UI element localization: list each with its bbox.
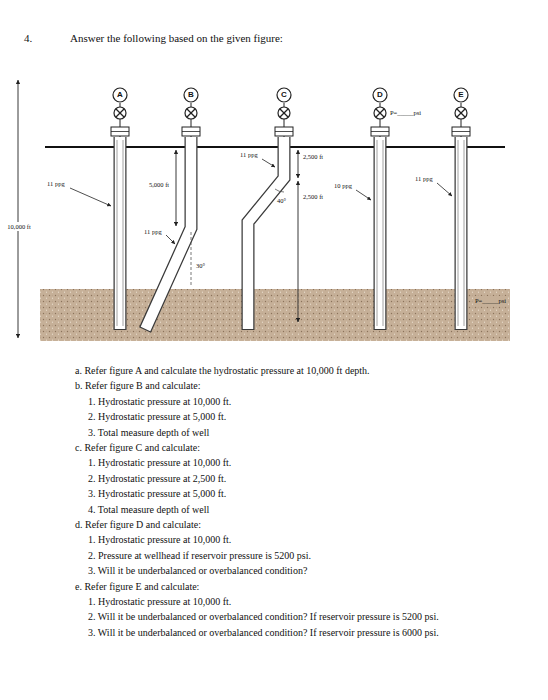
question-text: 3. Will it be underbalanced or overbalan… <box>88 565 307 577</box>
mud-weight: 11 ppg <box>240 151 258 158</box>
question-text: 1. Hydrostatic pressure at 10,000 ft. <box>88 596 231 608</box>
tubing <box>377 140 383 326</box>
circle-outline <box>184 88 198 102</box>
leader-line <box>166 235 175 244</box>
question-text: 1. Hydrostatic pressure at 10,000 ft. <box>88 396 231 408</box>
question-text: e. Refer figure E and calculate: <box>75 581 199 593</box>
well-casing <box>374 137 387 330</box>
angle-label: 30° <box>196 262 205 269</box>
pressure-blank: P=_____psi <box>390 109 421 116</box>
tubing <box>117 140 123 326</box>
question-text: a. Refer figure A and calculate the hydr… <box>75 365 370 377</box>
wellhead <box>111 103 129 137</box>
well-bore <box>456 137 467 329</box>
wellhead <box>371 103 389 137</box>
question-text: 1. Hydrostatic pressure at 10,000 ft. <box>88 534 231 546</box>
question-text: d. Refer figure D and calculate: <box>75 519 201 531</box>
question-text: 2. Pressure at wellhead if reservoir pre… <box>88 550 311 562</box>
question-text: 3. Total measure depth of well <box>88 427 209 439</box>
pressure-blank: P=_____psi <box>474 296 507 305</box>
question-text: 3. Will it be underbalanced or overbalan… <box>88 627 439 639</box>
question-text: 2. Will it be underbalanced or overbalan… <box>88 611 439 623</box>
mud-weight: 11 ppg <box>47 180 65 187</box>
circle-outline <box>373 88 387 102</box>
vertical-reference <box>191 232 192 286</box>
angle-arc <box>275 189 284 192</box>
circle-outline <box>454 88 468 102</box>
question-text: 4. Total measure depth of well <box>88 504 209 516</box>
depth-dimension <box>298 150 299 178</box>
depth-dimension <box>176 150 177 226</box>
circle-outline <box>277 88 291 102</box>
well-letter: C <box>276 87 292 103</box>
question-text: 3. Hydrostatic pressure at 5,000 ft. <box>88 488 226 500</box>
wellhead <box>275 103 293 137</box>
question-text: 2. Hydrostatic pressure at 2,500 ft. <box>88 473 226 485</box>
dimension-label: 2,500 ft <box>301 193 325 200</box>
leader-line <box>356 190 371 200</box>
well-casing <box>248 137 284 330</box>
well-letter: B <box>183 87 199 103</box>
formation-ground <box>40 289 510 341</box>
well-letter-circle: B <box>183 87 199 103</box>
mud-weight: 11 ppg <box>144 228 162 235</box>
leader-line <box>70 188 111 206</box>
angle-label: 40° <box>277 197 286 204</box>
heading: Answer the following based on the given … <box>70 32 283 45</box>
well-letter-circle: D <box>372 87 388 103</box>
dimension-label: 5,000 ft <box>145 180 173 189</box>
wellhead <box>452 103 470 137</box>
depth-dimension <box>298 181 299 322</box>
circle-outline <box>113 88 127 102</box>
well-letter: E <box>453 87 469 103</box>
well-letter-circle: E <box>453 87 469 103</box>
question-text: b. Refer figure B and calculate: <box>75 380 201 392</box>
tubing <box>458 140 464 326</box>
mud-weight: 10 ppg <box>334 182 352 189</box>
well-casing <box>145 137 191 330</box>
well-bore <box>248 137 284 329</box>
dimension-label: 2,500 ft <box>301 153 325 160</box>
depth-dimension <box>18 80 19 338</box>
well-letter-circle: C <box>276 87 292 103</box>
leader-line <box>262 159 275 167</box>
well-letter: D <box>372 87 388 103</box>
well-letter: A <box>112 87 128 103</box>
question-text: 1. Hydrostatic pressure at 10,000 ft. <box>88 457 231 469</box>
mud-weight: 11 ppg <box>415 175 433 182</box>
well-letter-circle: A <box>112 87 128 103</box>
well-bore <box>115 137 126 329</box>
well-casing <box>114 137 127 330</box>
wellhead <box>182 103 200 137</box>
leader-line <box>437 183 452 196</box>
well-bore <box>375 137 386 329</box>
question-text: c. Refer figure C and calculate: <box>75 442 200 454</box>
question-number: 4. <box>24 32 32 45</box>
question-text: 2. Hydrostatic pressure at 5,000 ft. <box>88 411 226 423</box>
well-casing <box>455 137 468 330</box>
dimension-label: 10,000 ft <box>4 222 34 231</box>
